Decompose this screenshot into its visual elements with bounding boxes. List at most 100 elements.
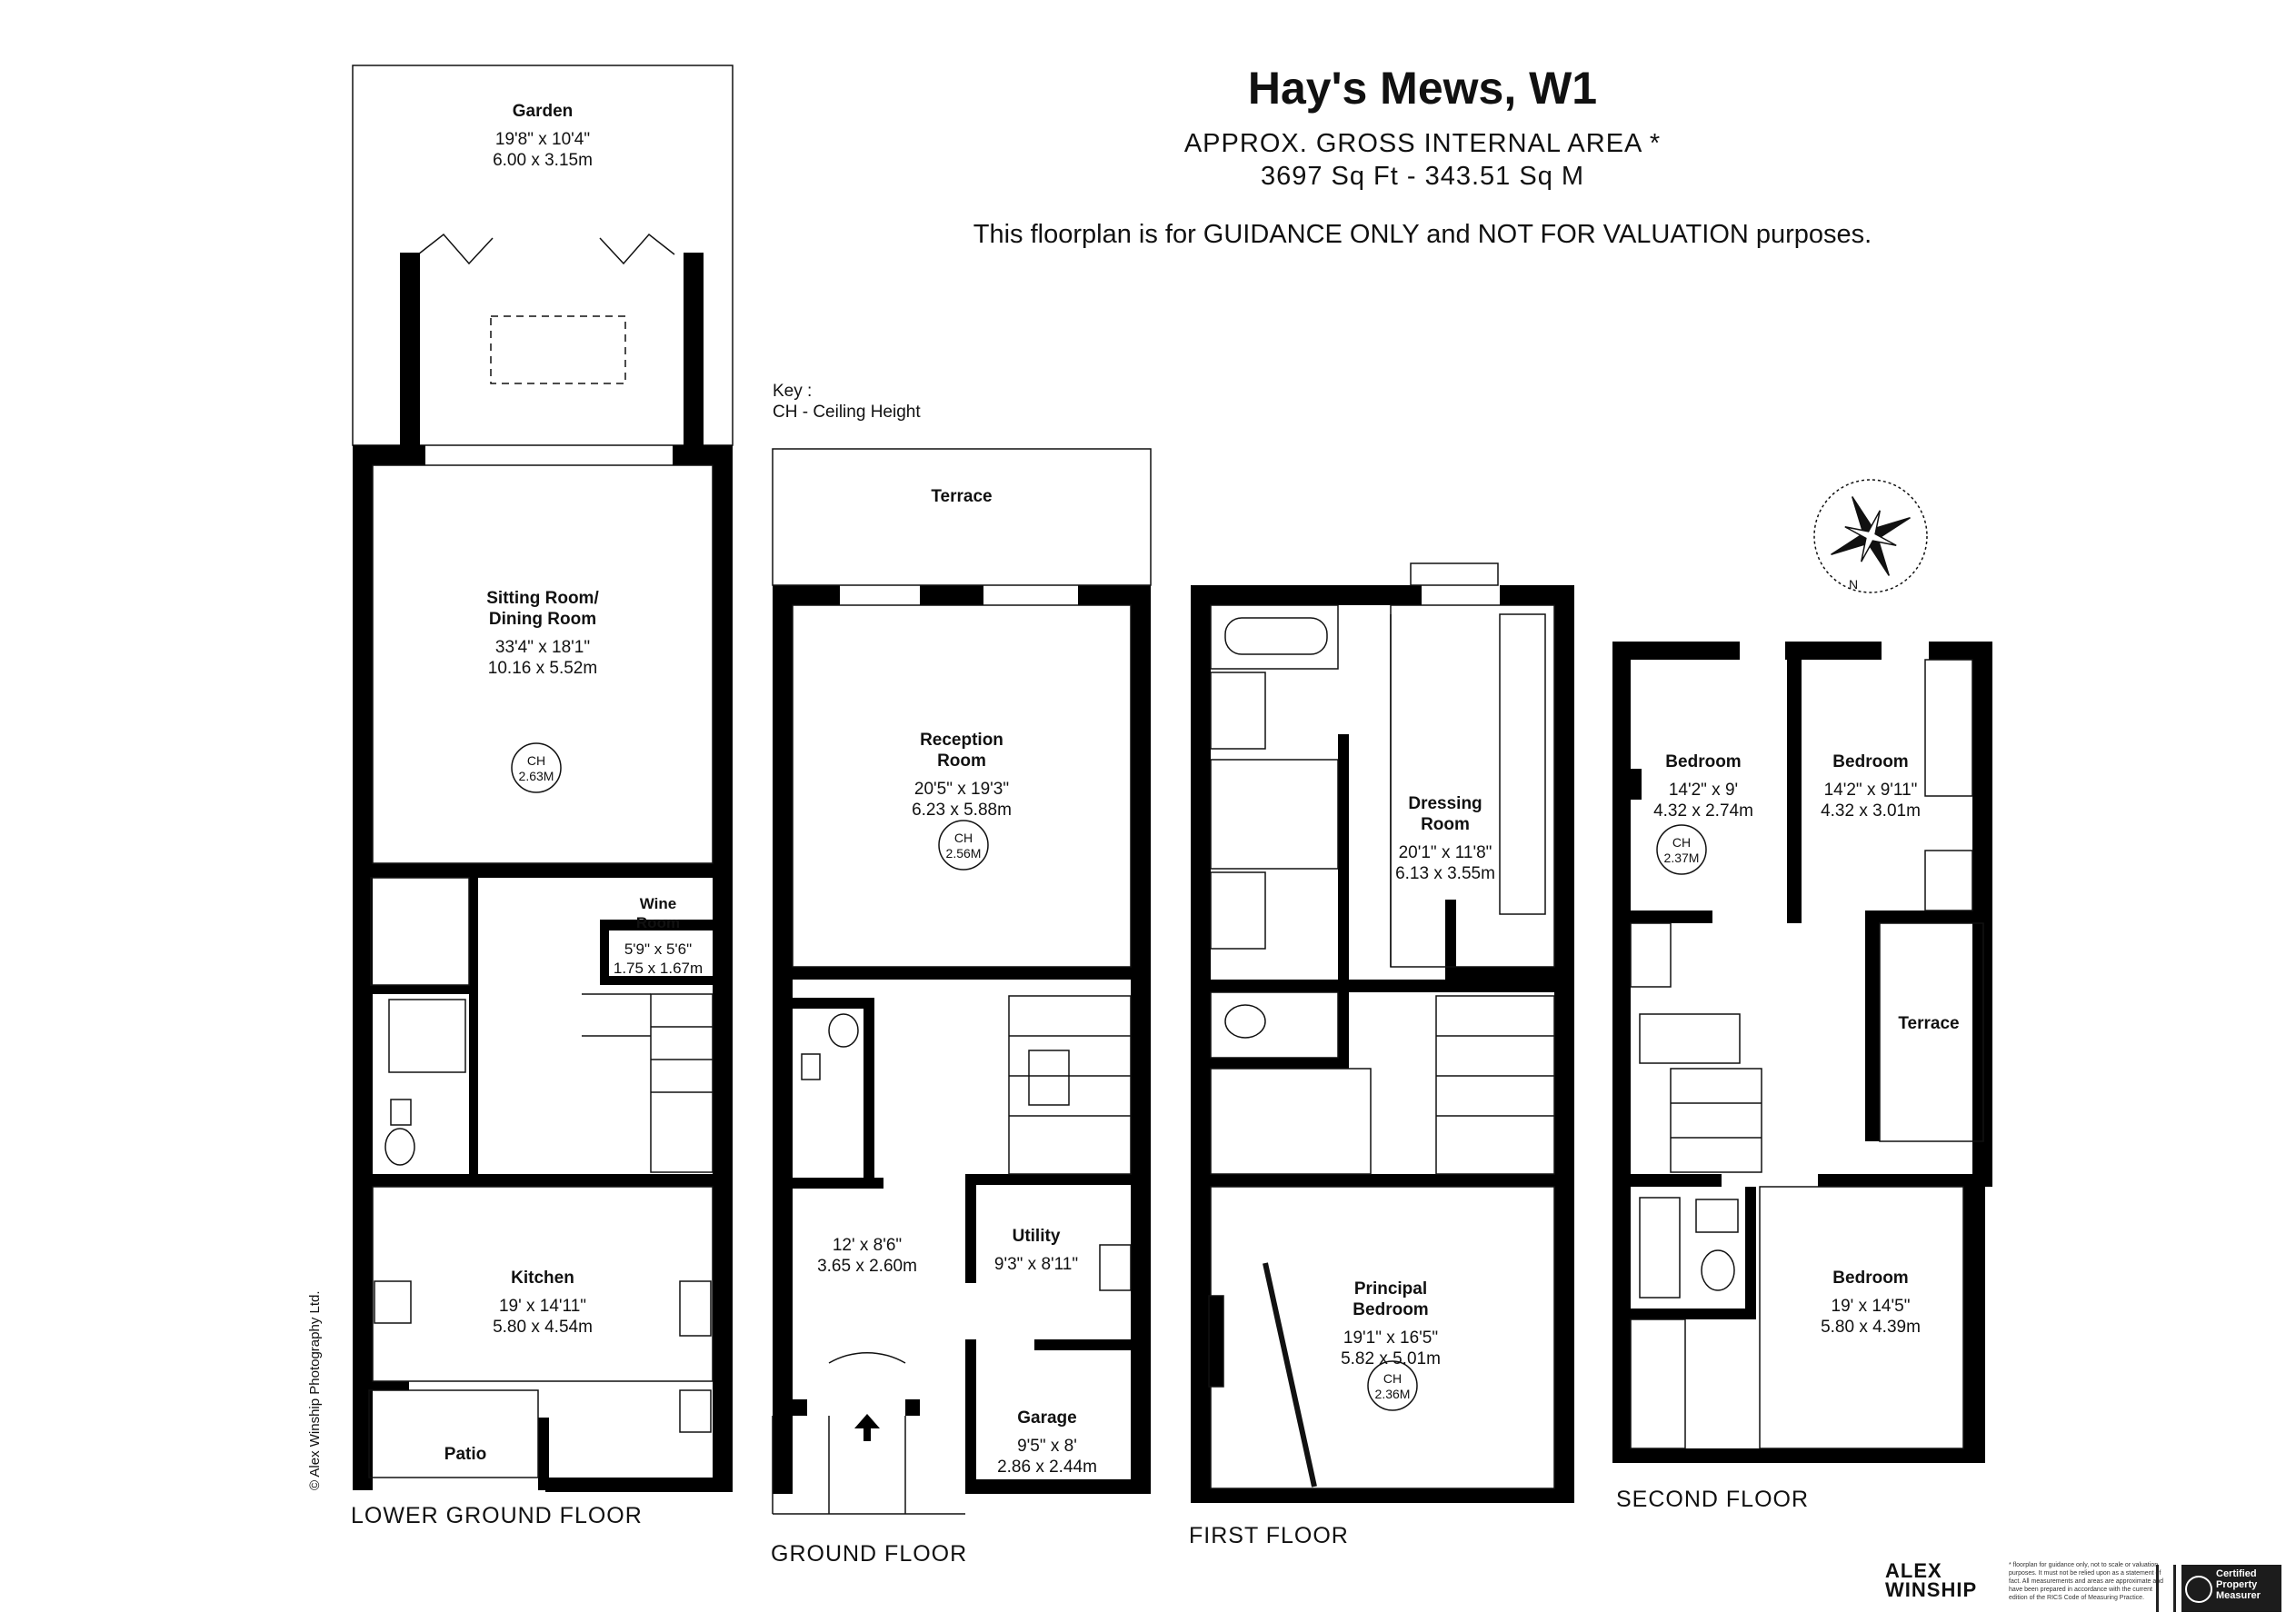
- s-wall-right-low: [1963, 1174, 1985, 1461]
- room-dims-bed1: 14'2" x 9': [1669, 781, 1738, 800]
- g-wall-garage-b: [965, 1479, 1151, 1494]
- g-wall-left: [773, 585, 793, 1494]
- rics-line-2: Property: [2216, 1579, 2258, 1590]
- room-dims-kitchen: 19' x 14'11": [499, 1297, 586, 1316]
- s-wall-top-r: [1929, 642, 1992, 660]
- lg-wall-wc: [371, 985, 476, 994]
- g-wall-hall-l: [793, 1399, 807, 1416]
- room-dims-utility: 9'3" x 8'11": [994, 1255, 1078, 1274]
- logo-line-2: WINSHIP: [1885, 1578, 1978, 1601]
- room-dims-bed2: 4.32 x 3.01m: [1821, 801, 1921, 821]
- room-name-wine: Room: [636, 914, 680, 931]
- room-dims-hall: 3.65 x 2.60m: [817, 1257, 917, 1276]
- lg-pier-left: [400, 253, 420, 445]
- svg-text:N: N: [1849, 577, 1858, 592]
- room-name-utility: Utility: [1013, 1227, 1061, 1246]
- room-name-kitchen: Kitchen: [511, 1269, 574, 1288]
- room-dims-garden: 19'8" x 10'4": [495, 130, 590, 149]
- s-wall-bath-v: [1745, 1187, 1756, 1314]
- s-wall-top-l: [1612, 642, 1740, 660]
- room-dims-dressing: 20'1" x 11'8": [1399, 843, 1492, 862]
- room-dims-bed3: 19' x 14'5": [1832, 1297, 1911, 1316]
- disclaimer-text: * floorplan for guidance only, not to sc…: [2009, 1562, 2164, 1601]
- floor-label-second: SECOND FLOOR: [1616, 1487, 1810, 1512]
- key-entry: CH - Ceiling Height: [773, 403, 921, 422]
- lg-wall-top-right: [673, 445, 733, 465]
- compass-icon: N: [1813, 479, 1928, 593]
- f-wall-wc-b: [1211, 1058, 1349, 1069]
- room-name-dressing: Room: [1421, 815, 1470, 834]
- g-wall-garage-l: [965, 1339, 976, 1494]
- s-wall-bot-top: [1631, 1174, 1722, 1187]
- floor-label-lower-ground: LOWER GROUND FLOOR: [351, 1503, 643, 1528]
- g-wall-recep-b: [773, 967, 1151, 980]
- room-dims-principal: 19'1" x 16'5": [1343, 1328, 1438, 1348]
- s-wall-bed-b2: [1865, 911, 1992, 923]
- rics-badge: Certified Property Measurer: [2181, 1565, 2281, 1612]
- room-name-bed3: Bedroom: [1832, 1269, 1908, 1288]
- room-dims-hall: 12' x 8'6": [833, 1236, 902, 1255]
- lg-wall-patio-r: [538, 1418, 549, 1490]
- ceiling-height-bed1: 2.37M: [1664, 851, 1700, 865]
- s-wall-bot-top2: [1818, 1174, 1992, 1187]
- g-wall-top-m: [920, 585, 983, 605]
- g-wall-top-r: [1078, 585, 1151, 605]
- f-wall-dress-v: [1445, 900, 1456, 980]
- s-wall-bath-b: [1631, 1309, 1756, 1319]
- s-wall-top-m: [1785, 642, 1882, 660]
- area-label: APPROX. GROSS INTERNAL AREA *: [1183, 129, 1662, 158]
- mh-logo-icon: [2156, 1565, 2176, 1612]
- g-wall-util-top: [965, 1174, 1151, 1185]
- ceiling-height-reception: 2.56M: [946, 846, 982, 861]
- room-dims-wine: 5'9" x 5'6": [624, 940, 692, 958]
- s-niche: [1631, 769, 1642, 800]
- floor-label-ground: GROUND FLOOR: [771, 1541, 968, 1567]
- f-wall-top-l: [1191, 585, 1422, 605]
- room-name-bed1: Bedroom: [1665, 752, 1741, 771]
- lg-wall-kitchen-top: [353, 1174, 733, 1187]
- lg-wall-patio-left: [353, 1381, 369, 1490]
- room-dims-reception: 20'5" x 19'3": [914, 780, 1009, 799]
- g-wall-stair-b: [793, 1178, 883, 1189]
- g-wall-garage-top: [1034, 1339, 1151, 1350]
- room-name-principal: Bedroom: [1353, 1300, 1428, 1319]
- s-wall-left: [1612, 642, 1631, 1461]
- ceiling-height-principal: 2.36M: [1375, 1387, 1411, 1401]
- terrace-g-outline: [772, 448, 1152, 586]
- room-name-reception: Reception: [920, 731, 1003, 750]
- ceiling-height-bed1: CH: [1672, 835, 1691, 850]
- room-dims-kitchen: 5.80 x 4.54m: [493, 1318, 593, 1337]
- room-dims-bed2: 14'2" x 9'11": [1824, 781, 1918, 800]
- room-name-garden: Garden: [513, 102, 574, 121]
- f-wall-wc-v: [1338, 985, 1349, 1067]
- ceiling-height-reception: CH: [954, 831, 973, 845]
- g-wall-wc-v: [863, 998, 874, 1179]
- s-wall-bed-div: [1787, 660, 1802, 923]
- logo-line-1: ALEX: [1885, 1559, 1942, 1582]
- room-dims-wine: 1.75 x 1.67m: [614, 960, 703, 977]
- lg-wall-right: [713, 445, 733, 1490]
- room-dims-dressing: 6.13 x 3.55m: [1395, 864, 1495, 883]
- room-name-terrace_g: Terrace: [931, 487, 992, 506]
- ceiling-height-principal: CH: [1383, 1371, 1402, 1386]
- f-wall-bath-v: [1338, 734, 1349, 980]
- f-wall-left: [1191, 585, 1211, 1503]
- rics-line-1: Certified: [2216, 1568, 2257, 1579]
- lg-wall-wine: [600, 920, 718, 930]
- lg-wall-wine-v: [600, 920, 609, 983]
- f-wall-top-r: [1500, 585, 1574, 605]
- room-dims-garage: 2.86 x 2.44m: [997, 1458, 1097, 1477]
- room-name-reception: Room: [937, 751, 986, 771]
- room-dims-principal: 5.82 x 5.01m: [1341, 1349, 1441, 1368]
- room-dims-sitting: 10.16 x 5.52m: [488, 659, 597, 678]
- lg-wall-mid: [353, 863, 733, 878]
- room-dims-garden: 6.00 x 3.15m: [493, 151, 593, 170]
- rics-seal-icon: [2185, 1576, 2212, 1603]
- lg-wall-wc-v: [469, 878, 478, 1178]
- lg-wall-bottom: [545, 1478, 733, 1492]
- room-name-patio: Patio: [444, 1445, 486, 1464]
- room-dims-bed3: 5.80 x 4.39m: [1821, 1318, 1921, 1337]
- room-name-terrace_2: Terrace: [1898, 1014, 1959, 1033]
- g-wall-wc-t: [793, 998, 874, 1009]
